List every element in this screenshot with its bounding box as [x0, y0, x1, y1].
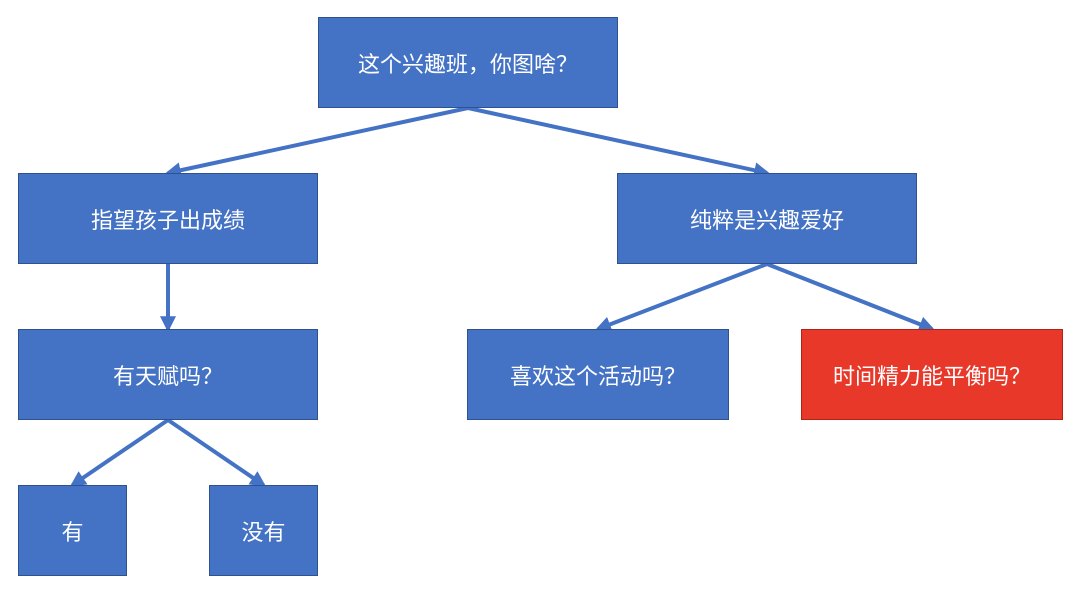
talent-question-node: 有天赋吗？	[18, 329, 318, 420]
connector-talent-to-no	[166, 418, 267, 487]
no-label: 没有	[241, 520, 286, 546]
yes-label: 有	[61, 520, 84, 546]
connector-root-to-pure	[467, 106, 771, 179]
expect-results-label: 指望孩子出成绩	[90, 208, 245, 234]
talent-question-label: 有天赋吗？	[112, 364, 223, 390]
pure-hobby-label: 纯粹是兴趣爱好	[689, 208, 844, 234]
connector-root-to-expect	[164, 106, 469, 179]
yes-node: 有	[18, 485, 127, 576]
expect-results-node: 指望孩子出成绩	[18, 173, 318, 264]
no-node: 没有	[209, 485, 318, 576]
connector-pure-to-like	[595, 262, 768, 332]
like-activity-label: 喜欢这个活动吗？	[509, 364, 686, 390]
time-balance-node: 时间精力能平衡吗？	[801, 329, 1063, 420]
root-question-label: 这个兴趣班，你图啥？	[357, 52, 578, 78]
pure-hobby-node: 纯粹是兴趣爱好	[617, 173, 917, 264]
time-balance-label: 时间精力能平衡吗？	[832, 364, 1031, 390]
connector-talent-to-yes	[69, 418, 170, 487]
connector-pure-to-time	[766, 262, 935, 332]
root-question-node: 这个兴趣班，你图啥？	[318, 17, 618, 108]
like-activity-node: 喜欢这个活动吗？	[467, 329, 729, 420]
